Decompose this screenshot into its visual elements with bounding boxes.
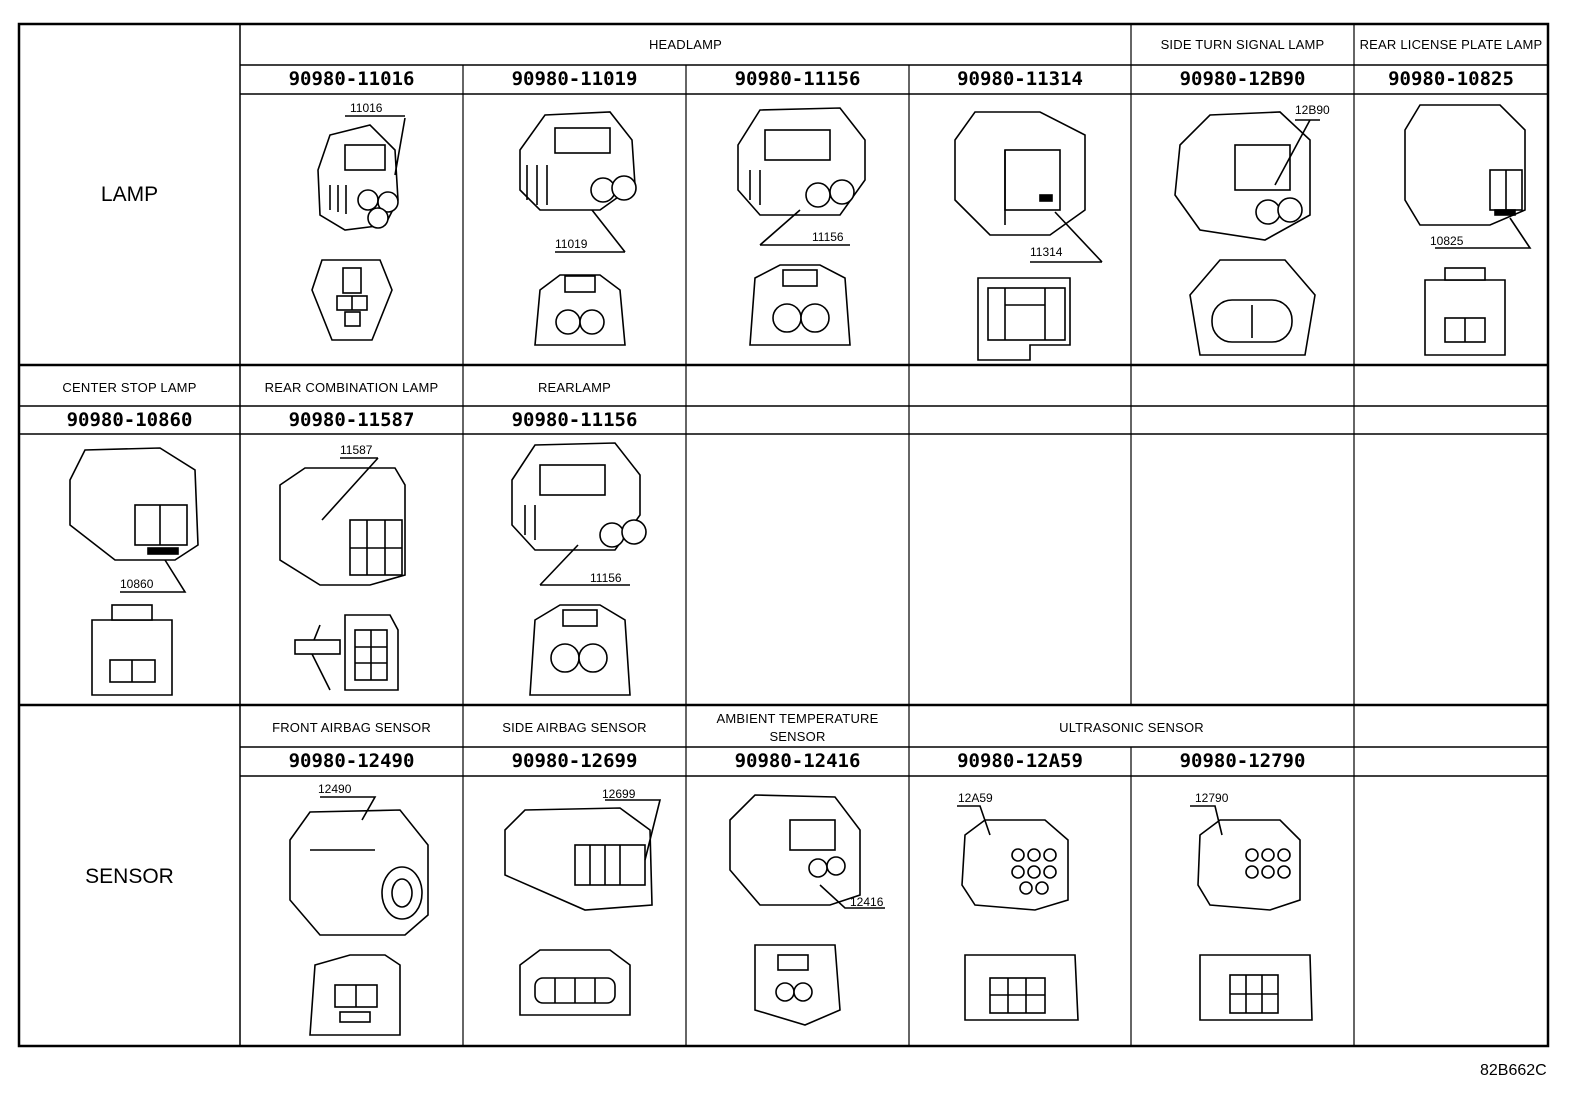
part-number: 90980-12A59 — [957, 750, 1083, 772]
header-rearlamp: REARLAMP — [537, 380, 612, 395]
callout-label: 11156 — [590, 571, 622, 585]
part-number: 90980-10825 — [1388, 68, 1514, 90]
part-number: 90980-12790 — [1179, 750, 1306, 772]
callout-label: 12B90 — [1295, 103, 1330, 117]
connector-11019-drawing — [519, 111, 637, 346]
connector-11314-drawing — [954, 111, 1103, 361]
connector-12B90-drawing — [1174, 111, 1320, 356]
part-number: 90980-12490 — [288, 750, 415, 772]
part-number: 90980-11587 — [288, 409, 415, 431]
callout-label: 12790 — [1195, 791, 1229, 805]
callout-label: 11587 — [340, 443, 373, 457]
callout-label: 10860 — [120, 577, 154, 591]
part-number: 90980-11314 — [957, 68, 1083, 90]
callout-label: 11016 — [350, 101, 383, 115]
part-number: 90980-11019 — [511, 68, 638, 90]
connector-12416-drawing — [729, 794, 885, 1026]
header-headlamp: HEADLAMP — [648, 37, 723, 52]
figure-code: 82B662C — [1480, 1062, 1547, 1079]
part-number: 90980-11156 — [734, 68, 861, 90]
connector-12A59-drawing — [957, 805, 1079, 1021]
part-number: 90980-11016 — [288, 68, 415, 90]
header-ambient-temperature-sensor: AMBIENT TEMPERATURE — [716, 711, 879, 726]
callout-label: 11156 — [812, 230, 844, 244]
header-side-airbag-sensor: SIDE AIRBAG SENSOR — [502, 720, 647, 735]
connector-11587-drawing — [279, 457, 406, 691]
callout-label: 12699 — [602, 787, 636, 801]
part-number: 90980-11156 — [511, 409, 638, 431]
connector-10825-drawing — [1404, 104, 1532, 356]
connector-12699-drawing — [504, 799, 662, 1016]
section-lamp: LAMP — [100, 183, 159, 206]
header-ambient-temperature-sensor-line2: SENSOR — [769, 729, 826, 744]
header-rear-combination-lamp: REAR COMBINATION LAMP — [264, 380, 439, 395]
callout-label: 12490 — [318, 782, 352, 796]
header-side-turn-signal: SIDE TURN SIGNAL LAMP — [1160, 37, 1325, 52]
callout-label: 11019 — [555, 237, 588, 251]
connector-10860-drawing — [69, 447, 199, 696]
connector-11016-drawing — [311, 115, 406, 341]
part-number: 90980-10860 — [66, 409, 193, 431]
header-rear-license-plate: REAR LICENSE PLATE LAMP — [1359, 37, 1543, 52]
connector-11156b-drawing — [511, 442, 647, 696]
header-front-airbag-sensor: FRONT AIRBAG SENSOR — [272, 720, 431, 735]
callout-label: 11314 — [1030, 245, 1063, 259]
part-number: 90980-12B90 — [1179, 68, 1306, 90]
callout-label: 10825 — [1430, 234, 1464, 248]
header-ultrasonic-sensor: ULTRASONIC SENSOR — [1059, 720, 1204, 735]
section-sensor: SENSOR — [85, 865, 174, 888]
connector-12790-drawing — [1190, 805, 1313, 1021]
callout-label: 12A59 — [958, 791, 993, 805]
connector-12490-drawing — [289, 796, 429, 1036]
header-center-stop-lamp: CENTER STOP LAMP — [62, 380, 197, 395]
part-number: 90980-12699 — [511, 750, 638, 772]
callout-label: 12416 — [850, 895, 884, 909]
connector-11156-drawing — [737, 107, 866, 346]
part-number: 90980-12416 — [734, 750, 861, 772]
